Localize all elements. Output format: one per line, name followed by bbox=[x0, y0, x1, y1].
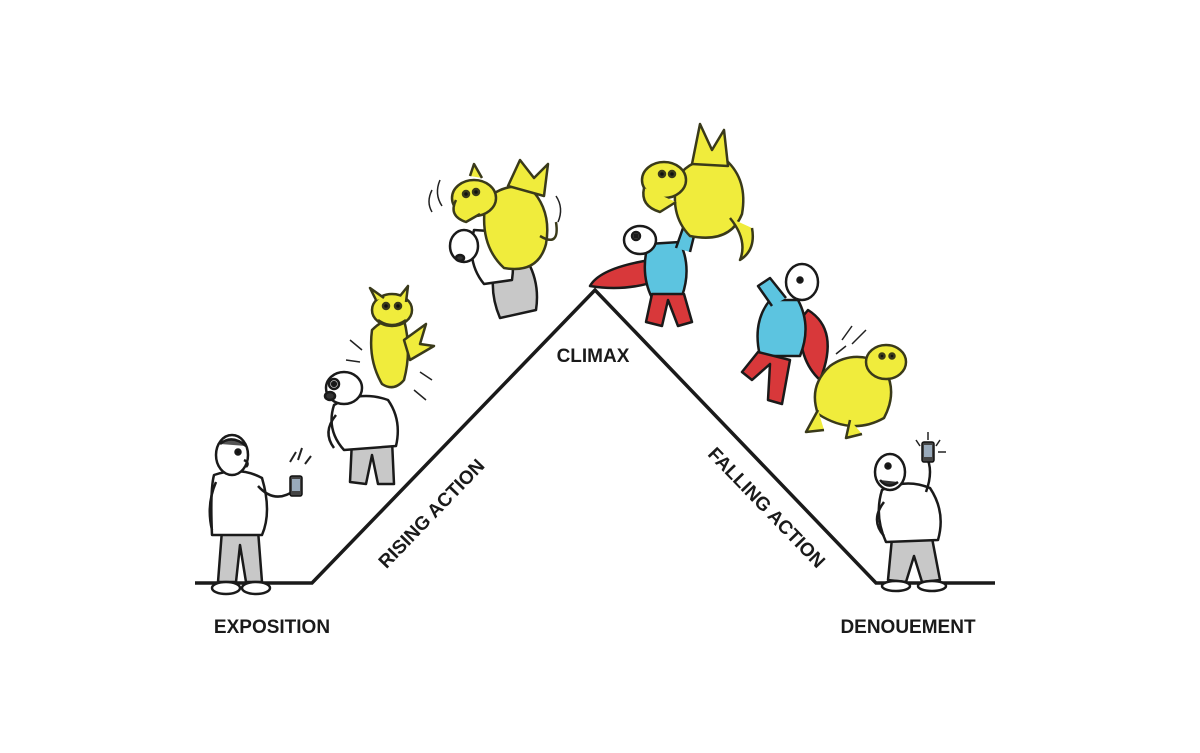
action-lines-left bbox=[345, 339, 433, 401]
rising-small-dragon-icon bbox=[368, 284, 436, 389]
label-falling-action: FALLING ACTION bbox=[703, 444, 828, 573]
phone-ring-lines bbox=[289, 447, 312, 465]
denouement-man-icon bbox=[873, 452, 948, 593]
label-climax: CLIMAX bbox=[557, 346, 630, 367]
climax-superhero-icon bbox=[588, 206, 702, 328]
falling-superhero-icon bbox=[740, 262, 829, 406]
falling-dragon-icon bbox=[804, 343, 908, 440]
exposition-man-icon bbox=[208, 433, 296, 596]
raised-phone-icon bbox=[921, 441, 935, 463]
rising-man-icon bbox=[323, 370, 399, 486]
action-lines-mid bbox=[428, 179, 562, 223]
phone-shine-lines bbox=[915, 432, 946, 453]
big-dragon-icon bbox=[450, 158, 558, 271]
label-exposition: EXPOSITION bbox=[214, 617, 330, 638]
impact-lines bbox=[835, 325, 867, 355]
label-denouement: DENOUEMENT bbox=[840, 617, 976, 638]
captured-man-icon bbox=[448, 228, 539, 320]
climax-dragon-icon bbox=[640, 122, 754, 262]
phone-icon bbox=[289, 475, 303, 497]
plot-line bbox=[195, 287, 995, 585]
